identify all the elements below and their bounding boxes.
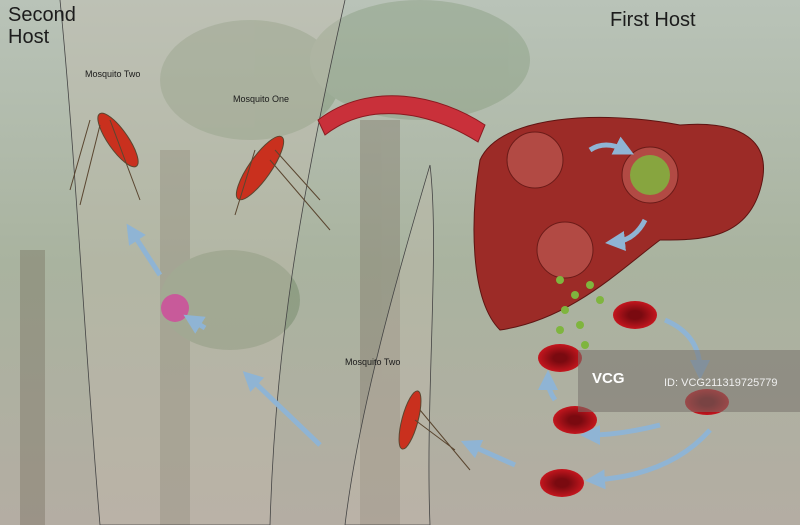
- first-host-label: First Host: [610, 9, 696, 31]
- watermark: VCG ID: VCG211319725779: [578, 350, 800, 412]
- watermark-logo: VCG: [592, 370, 625, 387]
- merozoites: [556, 276, 604, 349]
- mosquito-two-top-label: Mosquito Two: [85, 69, 141, 79]
- mosquito-two-bottom-label: Mosquito Two: [345, 357, 401, 367]
- mosquito-one-label: Mosquito One: [233, 94, 290, 104]
- lifecycle-arrows: [126, 136, 712, 490]
- second-host-label: Second Host: [8, 4, 76, 48]
- watermark-id: ID: VCG211319725779: [664, 377, 778, 389]
- mosquito-icon: [69, 112, 471, 471]
- blood-vessel: [317, 95, 486, 143]
